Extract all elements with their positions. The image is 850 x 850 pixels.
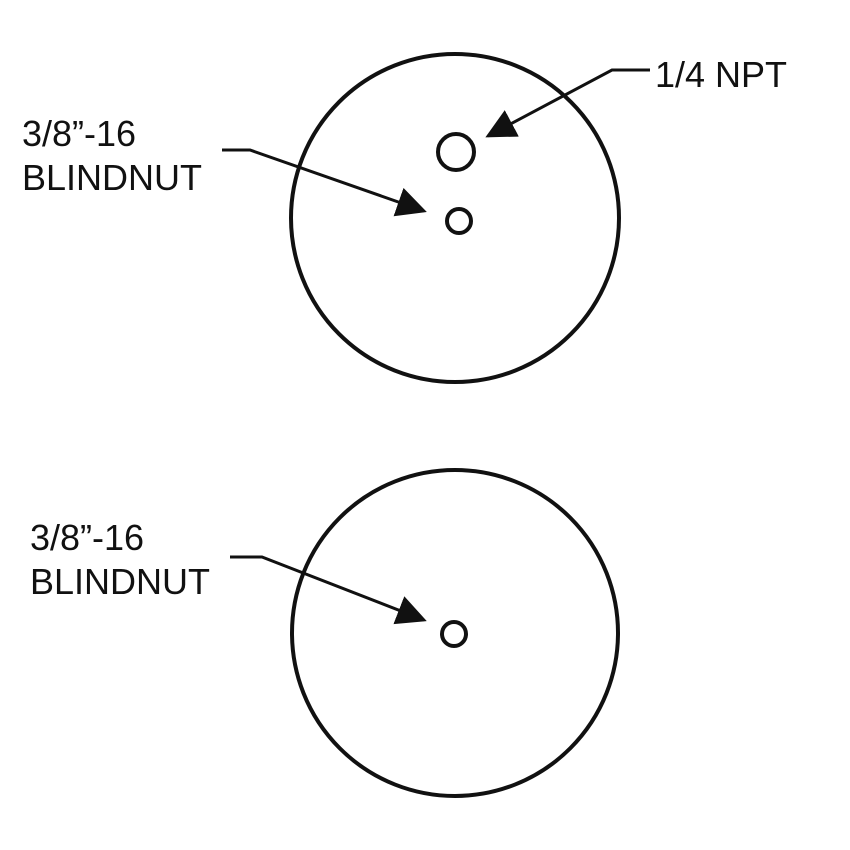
bottom-blindnut-label-name: BLINDNUT bbox=[30, 561, 211, 602]
npt-label: 1/4 NPT bbox=[655, 54, 788, 95]
npt-port-hole bbox=[436, 132, 476, 172]
bottom-view bbox=[230, 468, 620, 798]
bottom-plate-outline bbox=[290, 468, 620, 798]
top-plate-outline bbox=[289, 52, 621, 384]
bottom-blindnut-hole bbox=[440, 620, 468, 648]
bottom-blindnut-label-size: 3/8”-16 bbox=[30, 517, 145, 558]
top-view bbox=[222, 52, 650, 384]
top-blindnut-hole bbox=[445, 207, 473, 235]
top-blindnut-label-size: 3/8”-16 bbox=[22, 113, 137, 154]
npt-leader-arrow bbox=[485, 68, 650, 138]
top-blindnut-label-name: BLINDNUT bbox=[22, 157, 203, 198]
top-blindnut-leader-arrow bbox=[222, 148, 427, 217]
bottom-blindnut-leader-arrow bbox=[230, 555, 427, 625]
